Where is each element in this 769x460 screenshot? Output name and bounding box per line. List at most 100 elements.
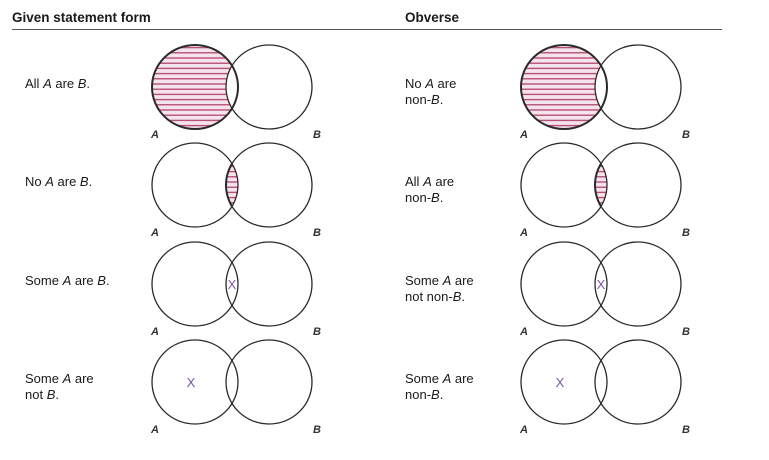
label-b: B [682,129,690,141]
statement-text: . [88,174,93,189]
label-b: B [313,227,321,239]
statement-text: non- [405,387,432,402]
statement-text: are [53,174,80,189]
term-variable: B [452,289,462,304]
statement-line: Some A are [405,273,474,289]
overlap-outline [225,143,238,227]
header-divider [12,29,722,30]
statement-text: non- [405,92,432,107]
statement-text: . [439,190,444,205]
overlap-outline [594,143,607,227]
term-variable: A [442,371,452,386]
statement-line: not non-B. [405,289,474,305]
term-variable: B [431,92,440,107]
statement-text: Some [405,371,443,386]
given-statement-row-3: Some A are B. [25,273,110,289]
term-variable: B [79,174,89,189]
statement-text: non- [405,190,432,205]
obverse-venn-diagram-row-3: X A B [519,241,690,338]
circle-a [520,142,608,228]
given-statement-row-2: No A are B. [25,174,92,190]
circle-b [594,339,682,425]
label-a: A [519,129,528,141]
circle-a [151,142,239,228]
circle-b [225,241,313,327]
statement-line: All A are B. [25,76,90,92]
statement-text: No [25,174,46,189]
label-a: A [519,424,528,436]
statement-text: . [461,289,465,304]
term-variable: B [431,190,440,205]
label-a: A [150,424,159,436]
statement-text: are [71,273,98,288]
label-a: A [519,227,528,239]
statement-text: are [51,76,78,91]
label-a: A [150,227,159,239]
statement-text: are [71,371,94,386]
statement-line: non-B. [405,387,474,403]
statement-line: No A are [405,76,456,92]
circle-b [225,142,313,228]
term-variable: A [43,76,52,91]
label-a: A [519,326,528,338]
circle-b [225,339,313,425]
statement-line: not B. [25,387,94,403]
statement-line: non-B. [405,92,456,108]
circle-b [594,142,682,228]
term-variable: A [45,174,54,189]
shaded-region-a-only [521,45,607,129]
statement-text: All [405,174,424,189]
statement-text: are [451,273,474,288]
label-b: B [313,326,321,338]
statement-text: are [431,174,455,189]
term-variable: A [425,76,434,91]
statement-line: All A are [405,174,454,190]
term-variable: A [442,273,452,288]
circle-b [594,241,682,327]
statement-text: No [405,76,426,91]
circle-b [225,44,313,130]
statement-text: . [105,273,110,288]
circle-a [151,44,239,130]
given-statement-header: Given statement form [12,10,151,25]
statement-text: Some [405,273,443,288]
statement-text: are [433,76,457,91]
term-variable: A [62,273,72,288]
circle-b [594,44,682,130]
statement-text: . [86,76,91,91]
statement-text: Some [25,371,63,386]
statement-text: not non- [405,289,453,304]
term-variable: B [77,76,87,91]
circle-a [520,339,608,425]
label-b: B [682,326,690,338]
statement-text: Some [25,273,63,288]
circle-a [151,339,239,425]
existence-x-mark: X [556,375,565,390]
statement-text: . [439,92,444,107]
label-b: B [313,129,321,141]
existence-x-mark: X [597,277,606,292]
circle-a [520,44,608,130]
term-variable: A [62,371,72,386]
term-variable: B [97,273,106,288]
statement-text: All [25,76,44,91]
given-statement-row-1: All A are B. [25,76,90,92]
existence-x-mark: X [228,277,237,292]
statement-line: Some A are B. [25,273,110,289]
term-variable: B [46,387,56,402]
statement-line: non-B. [405,190,454,206]
circle-a [520,241,608,327]
statement-text: not [25,387,47,402]
statement-text: . [439,387,444,402]
shaded-region-a-only [152,45,238,129]
circle-a [151,241,239,327]
